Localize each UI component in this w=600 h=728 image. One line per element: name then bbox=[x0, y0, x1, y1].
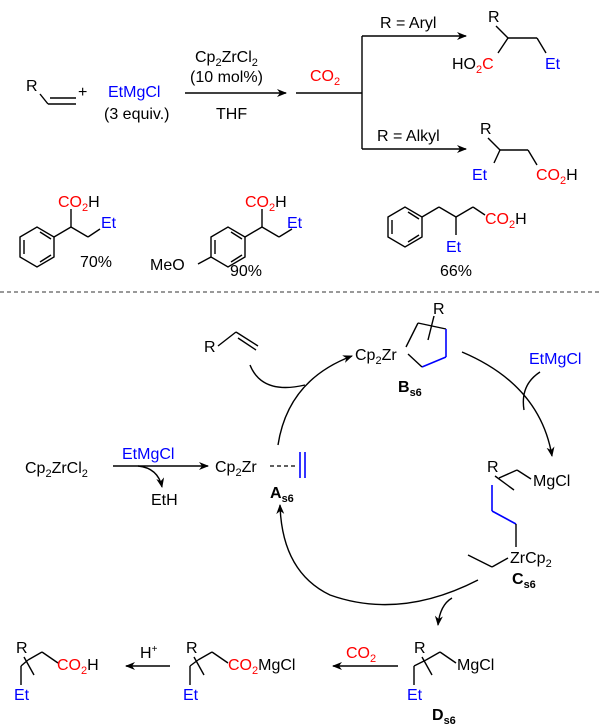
svg-text:Et: Et bbox=[101, 215, 117, 232]
yield-label: 90% bbox=[230, 263, 262, 280]
byproduct: EtH bbox=[151, 492, 178, 509]
alkene-reactant: R bbox=[26, 78, 76, 105]
aryl-product: R HO2C Et bbox=[452, 9, 561, 76]
grignard-equiv: (3 equiv.) bbox=[104, 106, 170, 123]
svg-text:R: R bbox=[186, 640, 198, 657]
svg-text:MgCl: MgCl bbox=[457, 657, 494, 674]
example-3: CO2H Et 66% bbox=[387, 206, 527, 280]
svg-text:HO2C: HO2C bbox=[452, 56, 494, 76]
activation-reagent: EtMgCl bbox=[122, 446, 174, 463]
cycle-arrow-a-to-b bbox=[277, 355, 353, 446]
alkyl-product: R Et CO2H bbox=[472, 121, 578, 187]
cycle-arrow-c-to-d bbox=[434, 597, 453, 626]
svg-text:Et: Et bbox=[472, 167, 488, 184]
cycle-arrow-d-to-a bbox=[276, 504, 479, 606]
yield-label: 66% bbox=[440, 263, 472, 280]
catalyst-loading: (10 mol%) bbox=[190, 69, 263, 86]
final-product: R CO2H Et bbox=[14, 640, 99, 704]
svg-text:Cp2Zr: Cp2Zr bbox=[355, 347, 397, 367]
intermediate-b: Cp2Zr R Bs6 bbox=[355, 301, 447, 399]
intermediate-d: R MgCl Et Ds6 bbox=[407, 640, 494, 727]
branch-alkyl-label: R = Alkyl bbox=[377, 128, 440, 145]
example-2: MeO CO2H Et 90% bbox=[150, 194, 303, 280]
alkene-r-label: R bbox=[26, 78, 38, 95]
b-reagent: EtMgCl bbox=[529, 351, 581, 368]
svg-text:R: R bbox=[16, 640, 28, 657]
svg-text:R: R bbox=[433, 301, 445, 318]
svg-text:R: R bbox=[414, 640, 426, 657]
label-a: As6 bbox=[270, 485, 294, 505]
svg-text:CO2H: CO2H bbox=[57, 657, 99, 677]
alkene-incoming-arrow bbox=[249, 364, 306, 389]
svg-text:Et: Et bbox=[407, 687, 423, 704]
solvent-label: THF bbox=[216, 106, 247, 123]
label-c: Cs6 bbox=[512, 571, 536, 591]
plus-sign: + bbox=[78, 84, 87, 101]
svg-text:Et: Et bbox=[446, 239, 462, 256]
svg-text:R: R bbox=[204, 339, 216, 356]
branch-aryl-label: R = Aryl bbox=[380, 15, 436, 32]
carboxylate-intermediate: R CO2MgCl Et bbox=[183, 640, 295, 704]
svg-text:Et: Et bbox=[287, 215, 303, 232]
svg-text:Cp2Zr: Cp2Zr bbox=[215, 459, 257, 479]
acid-reagent: H+ bbox=[140, 644, 158, 662]
catalyst-label: Cp2ZrCl2 bbox=[195, 49, 258, 69]
svg-text:CO2H: CO2H bbox=[245, 194, 287, 214]
svg-text:R: R bbox=[487, 459, 499, 476]
carboxylation-reagent: CO2 bbox=[346, 645, 376, 665]
svg-text:ZrCp2: ZrCp2 bbox=[510, 550, 552, 570]
cycle-alkene: R bbox=[204, 331, 259, 356]
label-d: Ds6 bbox=[432, 707, 456, 727]
co2-reagent: CO2 bbox=[310, 68, 340, 88]
svg-text:CO2H: CO2H bbox=[485, 211, 527, 231]
svg-text:Et: Et bbox=[183, 687, 199, 704]
yield-label: 70% bbox=[80, 254, 112, 271]
intermediate-c: R MgCl ZrCp2 Cs6 bbox=[467, 459, 570, 591]
svg-text:MgCl: MgCl bbox=[533, 473, 570, 490]
svg-text:CO2H: CO2H bbox=[536, 167, 578, 187]
grignard-reagent: EtMgCl bbox=[108, 84, 160, 101]
svg-text:Et: Et bbox=[14, 687, 30, 704]
catalytic-cycle: Cp2ZrCl2 EtMgCl EtH Cp2Zr As6 R Cp2Zr bbox=[14, 301, 581, 727]
example-1: CO2H Et 70% bbox=[19, 194, 117, 271]
svg-text:R: R bbox=[488, 9, 500, 26]
svg-text:CO2H: CO2H bbox=[58, 194, 100, 214]
svg-text:Et: Et bbox=[545, 56, 561, 73]
svg-text:CO2MgCl: CO2MgCl bbox=[228, 657, 295, 677]
label-b: Bs6 bbox=[398, 379, 422, 399]
byproduct-arrow bbox=[137, 465, 165, 488]
precatalyst: Cp2ZrCl2 bbox=[25, 460, 88, 480]
methoxy-group: MeO bbox=[150, 257, 185, 274]
top-reaction: R + EtMgCl (3 equiv.) Cp2ZrCl2 (10 mol%)… bbox=[26, 9, 578, 187]
intermediate-a: Cp2Zr As6 bbox=[215, 452, 306, 505]
svg-text:R: R bbox=[480, 121, 492, 138]
b-reagent-arrow bbox=[522, 371, 541, 411]
